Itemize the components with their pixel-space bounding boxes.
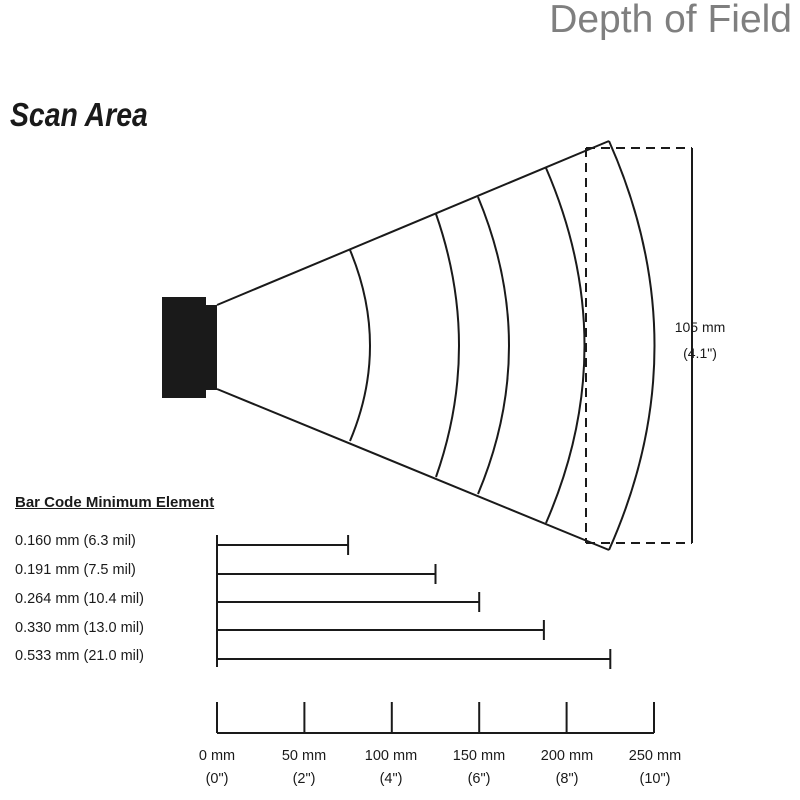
bar-code-label-4: 0.330 mm (13.0 mil) — [15, 620, 144, 636]
legend-heading: Bar Code Minimum Element — [15, 494, 215, 511]
axis-tick-label-250: 250 mm(10") — [628, 748, 682, 787]
bar-code-label-2: 0.191 mm (7.5 mil) — [15, 562, 136, 578]
axis-tick-label-200: 200 mm(8") — [540, 748, 594, 787]
scan-width-label-in: (4.1") — [683, 345, 717, 361]
bar-code-label-5: 0.533 mm (21.0 mil) — [15, 648, 144, 664]
range-arc-1 — [349, 249, 371, 442]
axis-tick-label-50: 50 mm(2") — [281, 748, 327, 787]
bar-code-label-3: 0.264 mm (10.4 mil) — [15, 591, 144, 607]
scan-cone-top-edge — [216, 140, 610, 306]
scan-cone-bottom-edge — [216, 388, 610, 551]
scanner-icon — [162, 297, 217, 398]
scan-area-title: Scan Area — [10, 96, 148, 133]
distance-axis — [216, 702, 655, 734]
page-title: Depth of Field — [549, 0, 792, 41]
axis-tick-label-150: 150 mm(6") — [452, 748, 506, 787]
scan-width-indicator — [585, 147, 692, 544]
bar-code-label-1: 0.160 mm (6.3 mil) — [15, 533, 136, 549]
axis-tick-label-100: 100 mm(4") — [364, 748, 418, 787]
axis-tick-label-0: 0 mm(0") — [198, 748, 236, 787]
range-arc-3 — [477, 196, 510, 495]
range-arc-2 — [435, 213, 460, 478]
scan-width-label-mm: 105 mm — [674, 319, 726, 335]
range-arc-5 — [608, 140, 656, 551]
range-arc-4 — [545, 167, 586, 524]
range-bars — [216, 535, 612, 669]
